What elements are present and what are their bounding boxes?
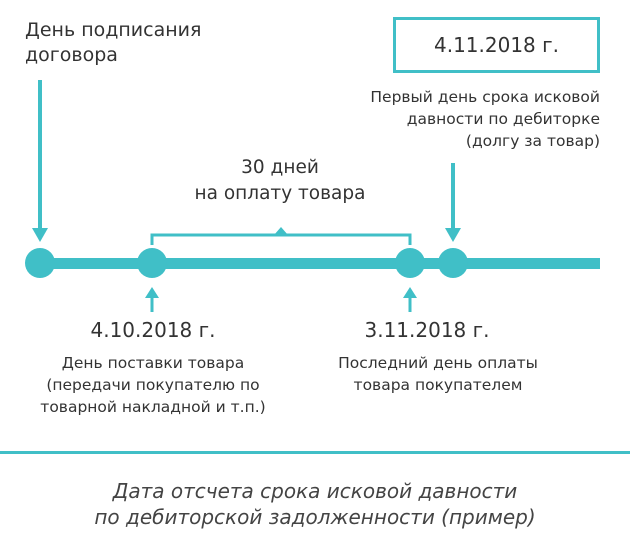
delivery-date: 4.10.2018 г.	[90, 318, 216, 342]
contract-arrow-head	[32, 228, 48, 242]
first-day-date: 4.11.2018 г.	[433, 33, 559, 57]
timeline-bar	[40, 258, 600, 269]
first-day-arrow-head	[445, 228, 461, 242]
first-day-description: Первый день срока исковой давности по де…	[370, 88, 600, 150]
last-pay-description: Последний день оплаты товара покупателем	[338, 354, 538, 394]
timeline-point-last-pay	[395, 248, 425, 278]
last-pay-arrow-head	[403, 287, 417, 298]
timeline-point-first-day	[438, 248, 468, 278]
contract-day-label: День подписания договора	[25, 19, 202, 66]
timeline-point-delivery	[137, 248, 167, 278]
caption-separator	[0, 451, 630, 454]
delivery-description: День поставки товара (передачи покупател…	[40, 354, 266, 416]
payment-bracket	[150, 233, 412, 245]
timeline-point-contract	[25, 248, 55, 278]
first-day-date-box: 4.11.2018 г.	[393, 17, 600, 73]
delivery-arrow-head	[145, 287, 159, 298]
diagram-caption: Дата отсчета срока исковой давности по д…	[94, 479, 536, 529]
payment-period-label: 30 дней на оплату товара	[194, 157, 366, 204]
last-pay-date: 3.11.2018 г.	[364, 318, 490, 342]
payment-bracket-tip	[274, 227, 288, 235]
